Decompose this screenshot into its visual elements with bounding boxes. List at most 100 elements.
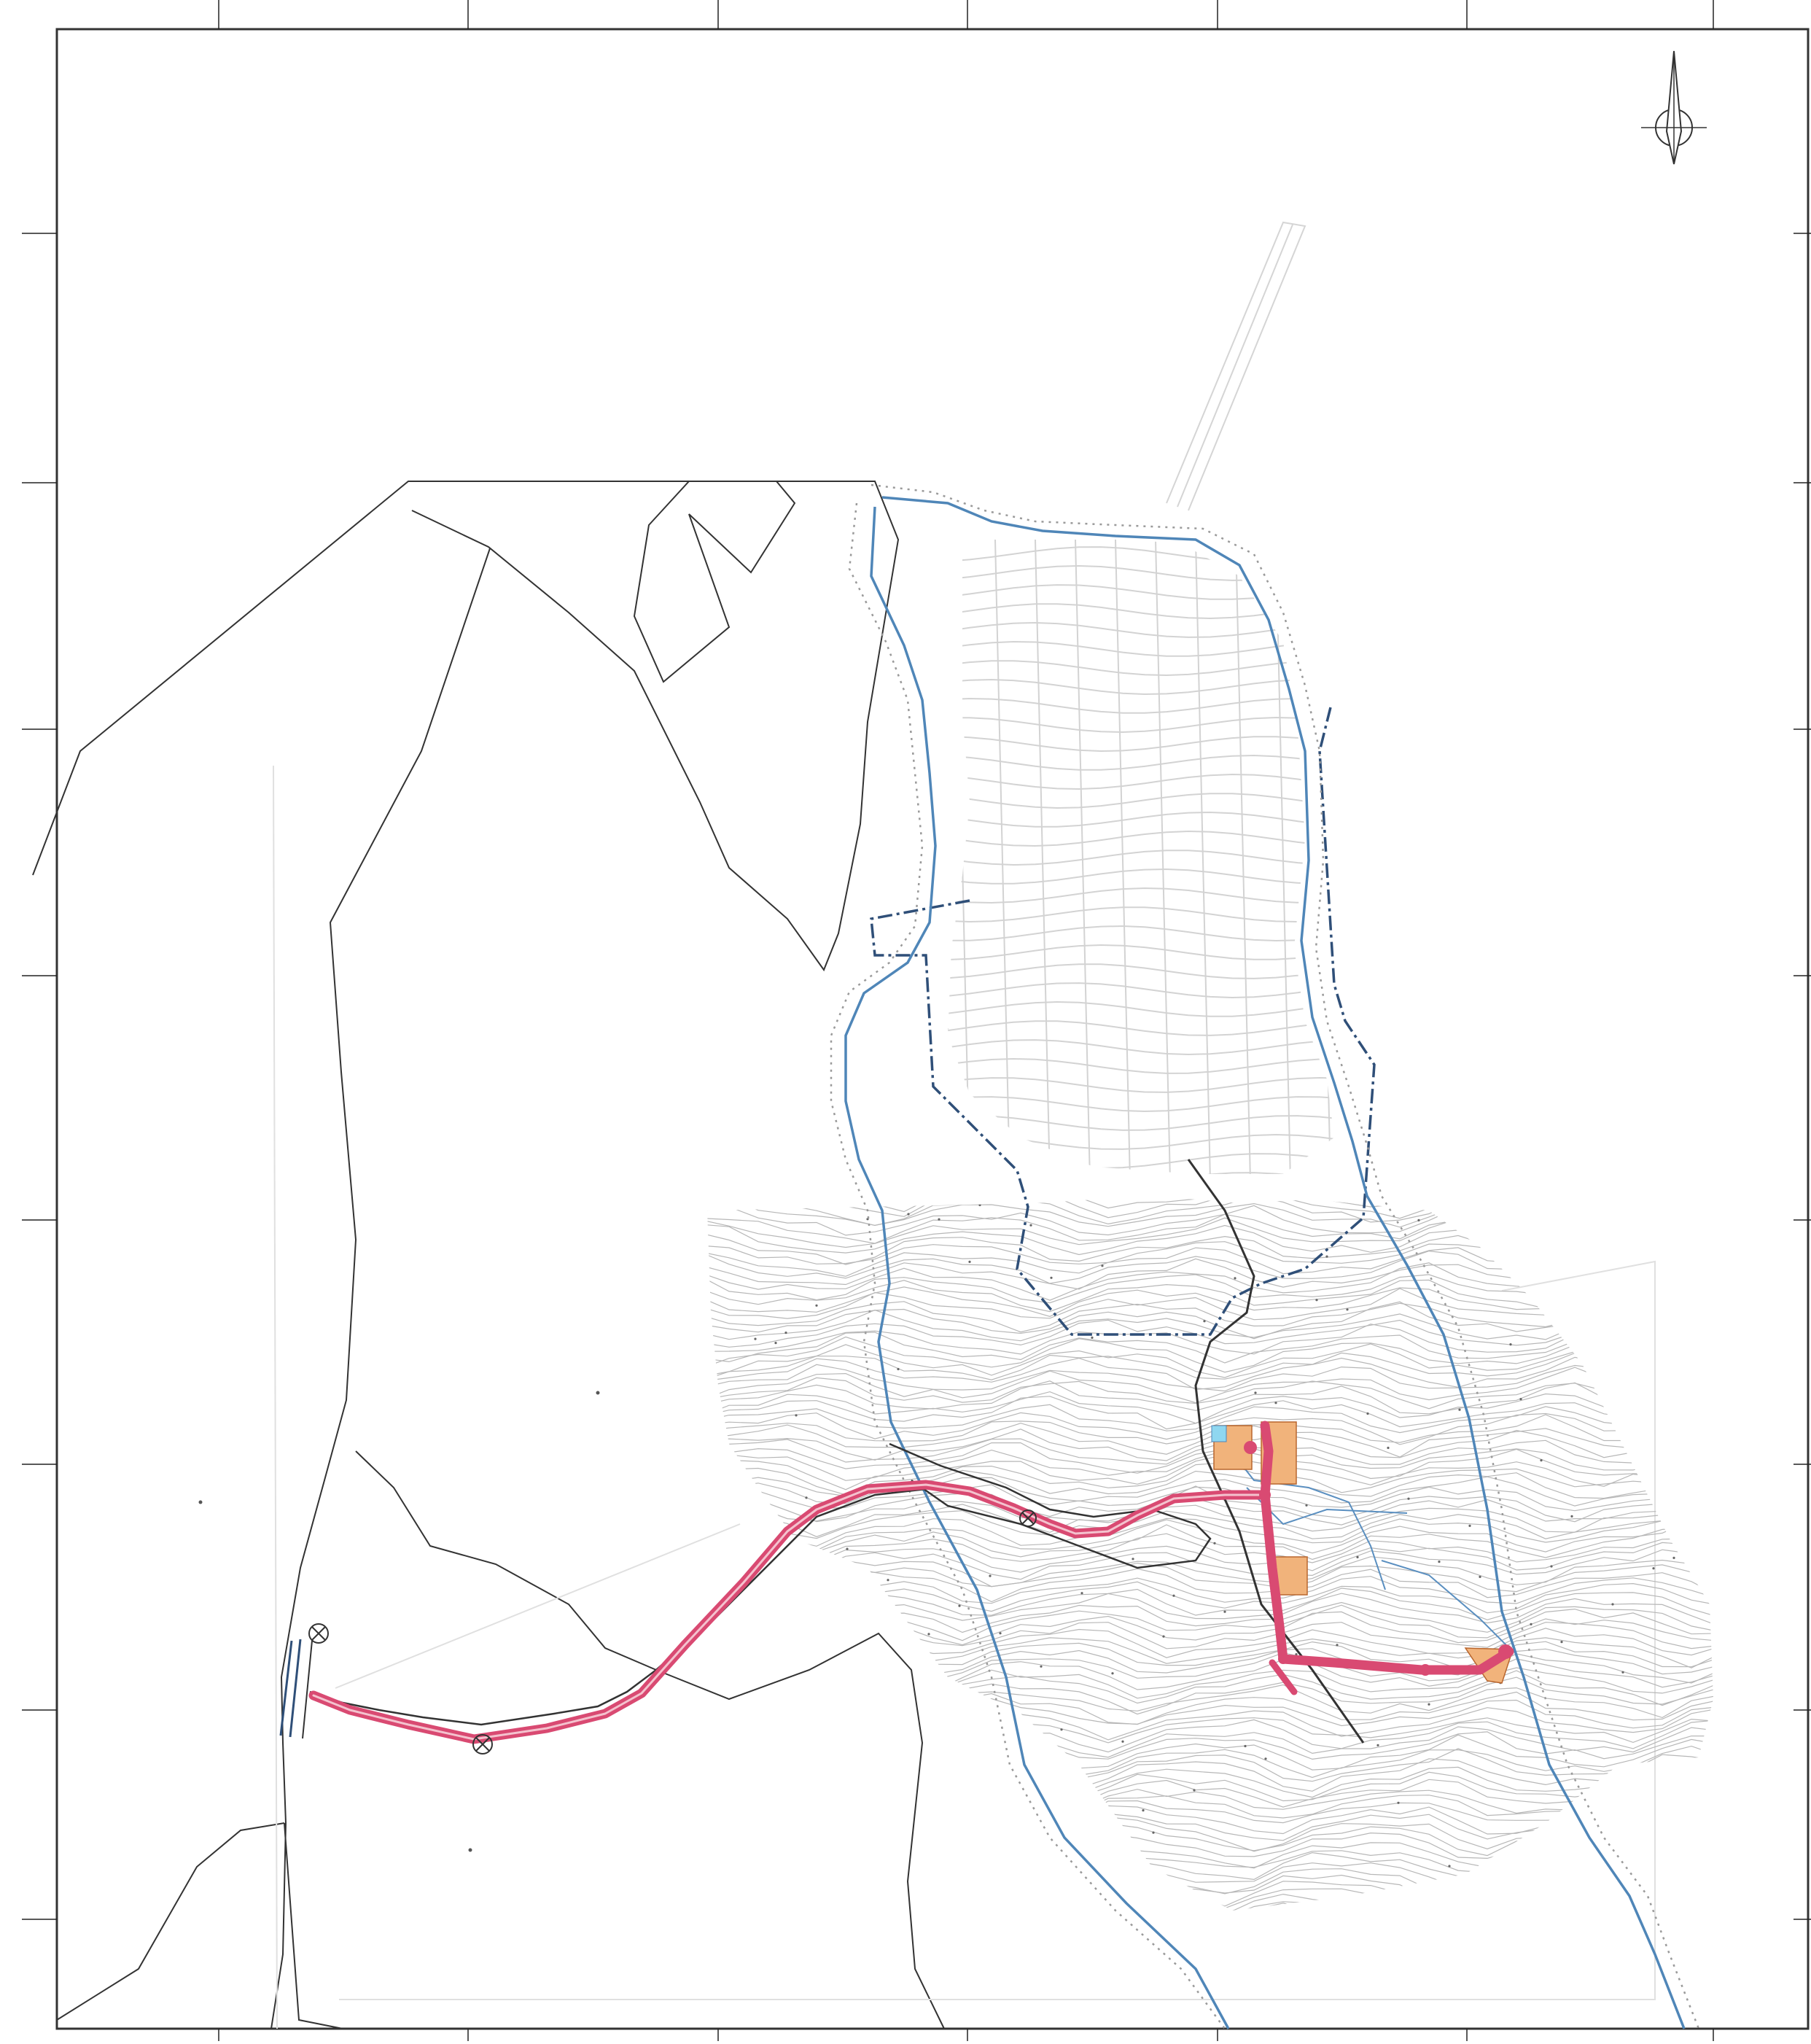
spot-elevation — [1683, 1306, 1686, 1309]
spot-elevation — [907, 1213, 910, 1216]
highway-west — [279, 1639, 313, 1739]
proposed-road-centerline — [312, 1483, 1266, 1741]
label-markers — [198, 1391, 600, 1852]
spot-elevation — [897, 1367, 900, 1371]
urban-street — [948, 830, 1334, 847]
spot-elevation — [1264, 1757, 1267, 1760]
spot-elevation — [1662, 1439, 1665, 1442]
contour-line — [707, 1332, 1713, 1364]
spot-elevation — [1142, 1809, 1145, 1812]
spot-elevation — [836, 1591, 838, 1594]
spot-elevation — [733, 1471, 736, 1474]
urban-street — [948, 773, 1334, 790]
large-boundary-polygon — [32, 481, 900, 972]
spot-elevation — [1183, 1901, 1185, 1904]
contour-line — [707, 1856, 1713, 1889]
contour-line — [707, 1474, 1713, 1507]
crossing-symbols — [308, 1509, 1037, 1755]
spot-elevation — [1642, 1357, 1645, 1360]
contour-line — [707, 1352, 1713, 1382]
urban-street — [948, 1020, 1334, 1036]
spot-elevation — [1540, 1459, 1543, 1462]
spot-elevation — [1080, 1592, 1083, 1595]
contour-line — [707, 1611, 1713, 1646]
urban-street — [948, 754, 1334, 771]
spot-elevation — [1509, 1343, 1512, 1346]
spot-elevation — [948, 1758, 951, 1761]
contour-line — [707, 1684, 1713, 1719]
contour-line — [707, 1726, 1713, 1758]
contour-line — [707, 1250, 1713, 1286]
proposed-road-south — [1260, 1490, 1514, 1675]
urban-street — [948, 793, 1334, 809]
urban-street — [948, 603, 1334, 620]
river-buffer-dotted — [830, 483, 1700, 2029]
spot-elevation — [1489, 1209, 1492, 1212]
spot-elevation — [1387, 1446, 1390, 1450]
parcel-notch — [633, 481, 796, 683]
inner-boundary-line — [270, 548, 491, 2029]
spot-elevation — [1591, 1326, 1594, 1329]
spot-elevation — [1070, 1864, 1073, 1867]
spot-elevation — [1458, 1408, 1461, 1411]
proposed-road-spur — [1269, 1659, 1298, 1695]
development-limit-dashed — [870, 707, 1376, 1336]
southwest-boundary — [56, 1822, 285, 2021]
spot-elevation — [1417, 1219, 1420, 1221]
spot-elevation — [1254, 1391, 1257, 1394]
urban-street — [948, 546, 1334, 563]
spot-elevation — [958, 1604, 961, 1607]
river-main — [881, 496, 1686, 2029]
contour-line — [707, 1734, 1713, 1771]
contour-line — [707, 1822, 1713, 1857]
urban-street — [948, 963, 1334, 979]
contour-line — [707, 1515, 1713, 1547]
urban-street — [948, 1039, 1334, 1056]
contour-line — [707, 1423, 1713, 1458]
contour-line — [707, 1505, 1713, 1539]
spot-elevation — [1244, 1744, 1247, 1748]
contour-line — [707, 1519, 1713, 1554]
contour-line — [707, 1241, 1713, 1270]
road-nodes — [1244, 1441, 1513, 1676]
contour-line — [707, 1429, 1713, 1461]
spot-elevation — [846, 1547, 849, 1550]
spot-elevation — [876, 1653, 879, 1656]
spot-elevation — [1193, 1789, 1196, 1792]
spot-elevation — [1121, 1740, 1124, 1743]
urban-street — [948, 906, 1334, 923]
urban-cross-street — [1315, 539, 1331, 1174]
spot-elevation — [1397, 1801, 1400, 1804]
spot-elevation — [1479, 1575, 1481, 1578]
river-channels — [844, 496, 1686, 2029]
contour-line — [707, 1336, 1713, 1373]
spot-elevation — [1040, 1665, 1043, 1668]
contour-line — [707, 1625, 1713, 1658]
urban-street — [948, 1133, 1334, 1150]
contour-line — [707, 1205, 1713, 1240]
spot-elevation — [1019, 1835, 1022, 1838]
contour-line — [707, 1438, 1713, 1465]
spot-elevation — [1305, 1504, 1308, 1507]
spot-elevation — [989, 1574, 992, 1577]
contour-line — [707, 1888, 1713, 1911]
spot-elevation — [1672, 1556, 1675, 1559]
spot-elevation — [938, 1218, 940, 1221]
contour-line — [707, 1380, 1713, 1415]
spot-elevation — [1570, 1515, 1573, 1518]
spot-elevation — [1581, 1302, 1584, 1305]
contour-line — [707, 1377, 1713, 1410]
contour-line — [707, 1556, 1713, 1588]
spot-elevation — [1234, 1277, 1236, 1280]
urban-street — [948, 678, 1334, 696]
spot-elevation — [1060, 1728, 1063, 1731]
urban-street — [948, 811, 1334, 828]
contour-line — [707, 1803, 1713, 1835]
contour-line — [707, 1217, 1713, 1248]
urban-street — [948, 1114, 1334, 1131]
contour-line — [707, 1533, 1713, 1569]
south-parcel — [655, 1632, 945, 2029]
contour-line — [707, 1829, 1713, 1863]
spot-elevation — [1428, 1703, 1430, 1706]
